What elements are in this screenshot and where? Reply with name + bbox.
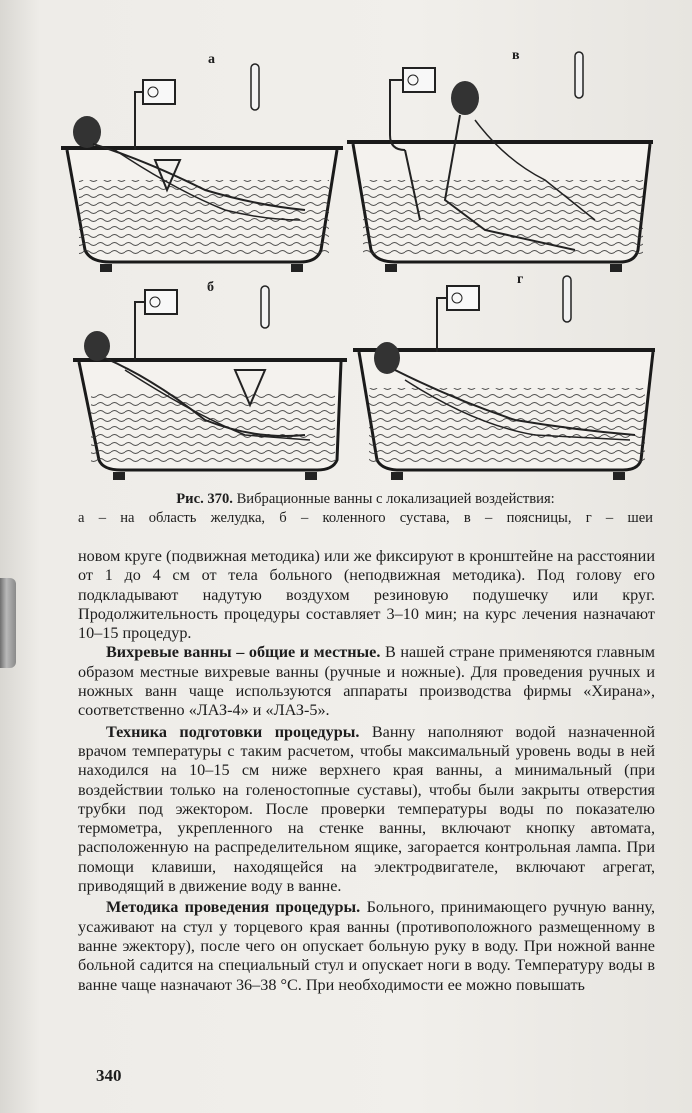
figure-370: а в б г xyxy=(55,40,655,480)
panel-g-bathtub xyxy=(353,275,655,480)
heading-procedure-method: Методика проведения процедуры. xyxy=(106,898,361,917)
panel-v-bathtub xyxy=(347,51,653,272)
panel-label-a: а xyxy=(208,52,215,67)
panel-label-b: б xyxy=(207,280,214,295)
panel-label-g: г xyxy=(517,272,524,287)
heading-preparation-technique: Техника подготовки процедуры. xyxy=(106,722,360,741)
paragraph-2: Вихревые ванны – общие и местные. В наше… xyxy=(78,643,655,720)
paragraph-3-body: Ванну наполняют водой назначенной врачом… xyxy=(78,722,655,896)
paragraph-4: Методика проведения процедуры. Больного,… xyxy=(78,898,655,994)
paragraph-4-body: Больного, принимающего ручную ванну, уса… xyxy=(78,898,655,994)
heading-vortex-baths: Вихревые ванны – общие и местные. xyxy=(106,643,381,662)
paragraph-1: новом круге (подвижная методика) или же … xyxy=(78,547,655,643)
caption-title: Вибрационные ванны с локализацией воздей… xyxy=(236,491,555,507)
binding-clip xyxy=(0,578,16,668)
caption-label: Рис. 370. xyxy=(176,491,233,507)
panel-a-bathtub xyxy=(61,63,343,272)
caption-line-1: Рис. 370. Вибрационные ванны с локализац… xyxy=(78,490,653,509)
caption-parts: а – на область желудка, б – коленного су… xyxy=(78,510,653,526)
paragraph-3: Техника подготовки процедуры. Ванну напо… xyxy=(78,723,655,897)
page-number: 340 xyxy=(96,1066,122,1085)
panel-b-bathtub xyxy=(73,285,347,480)
paragraph-2-body: В нашей стране применяются главным образ… xyxy=(78,643,655,720)
bath-illustrations xyxy=(61,51,655,480)
figure-caption: Рис. 370. Вибрационные ванны с локализац… xyxy=(78,490,653,528)
panel-label-v: в xyxy=(512,48,520,63)
body-text: новом круге (подвижная методика) или же … xyxy=(78,547,655,995)
